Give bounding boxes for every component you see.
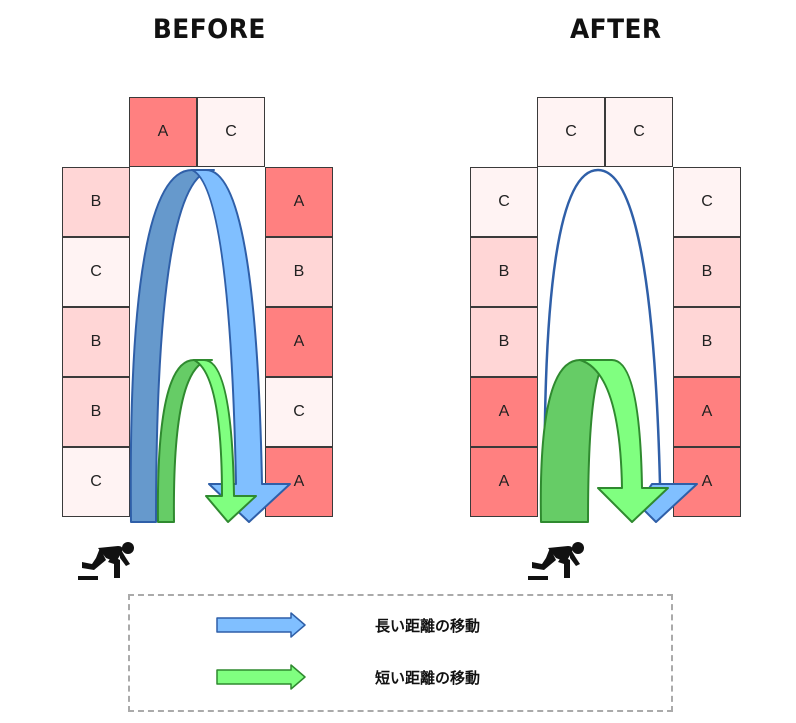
after-right-cell: A	[673, 447, 741, 517]
before-long-arrow-back	[129, 169, 215, 523]
legend-long-label: 長い距離の移動	[375, 617, 481, 635]
after-right-cell: B	[673, 307, 741, 377]
before-left-cell: B	[62, 377, 130, 447]
after-right-cell: C	[673, 167, 741, 237]
before-top-cell: A	[129, 97, 197, 167]
after-left-cell: A	[470, 377, 538, 447]
after-left-cell: B	[470, 237, 538, 307]
after-left-cell: A	[470, 447, 538, 517]
before-right-cell: B	[265, 237, 333, 307]
before-left-cell: C	[62, 237, 130, 307]
after-long-arrow-curve	[543, 168, 662, 523]
after-short-arrow-front	[579, 359, 669, 523]
before-short-arrow-front	[193, 359, 257, 523]
after-left-cell: C	[470, 167, 538, 237]
before-left-cell: B	[62, 307, 130, 377]
before-long-arrow	[129, 169, 291, 523]
after-top-cell: C	[605, 97, 673, 167]
before-right-cell: A	[265, 167, 333, 237]
before-left-cell: C	[62, 447, 130, 517]
before-left-cell: B	[62, 167, 130, 237]
before-short-arrow-back	[156, 359, 213, 523]
after-right-cell: A	[673, 377, 741, 447]
before-title: BEFORE	[152, 14, 266, 45]
before-top-cell: C	[197, 97, 265, 167]
legend-short-label: 短い距離の移動	[375, 669, 481, 687]
legend-box	[128, 594, 673, 712]
after-title: AFTER	[569, 14, 662, 45]
after-top-cell: C	[537, 97, 605, 167]
before-right-cell: C	[265, 377, 333, 447]
runner-icon	[78, 542, 134, 580]
before-long-arrow-front	[191, 169, 291, 523]
before-short-arrow	[156, 359, 257, 523]
after-left-cell: B	[470, 307, 538, 377]
before-right-cell: A	[265, 447, 333, 517]
after-short-arrow	[539, 359, 669, 523]
runner-icon	[528, 542, 584, 580]
before-right-cell: A	[265, 307, 333, 377]
after-right-cell: B	[673, 237, 741, 307]
